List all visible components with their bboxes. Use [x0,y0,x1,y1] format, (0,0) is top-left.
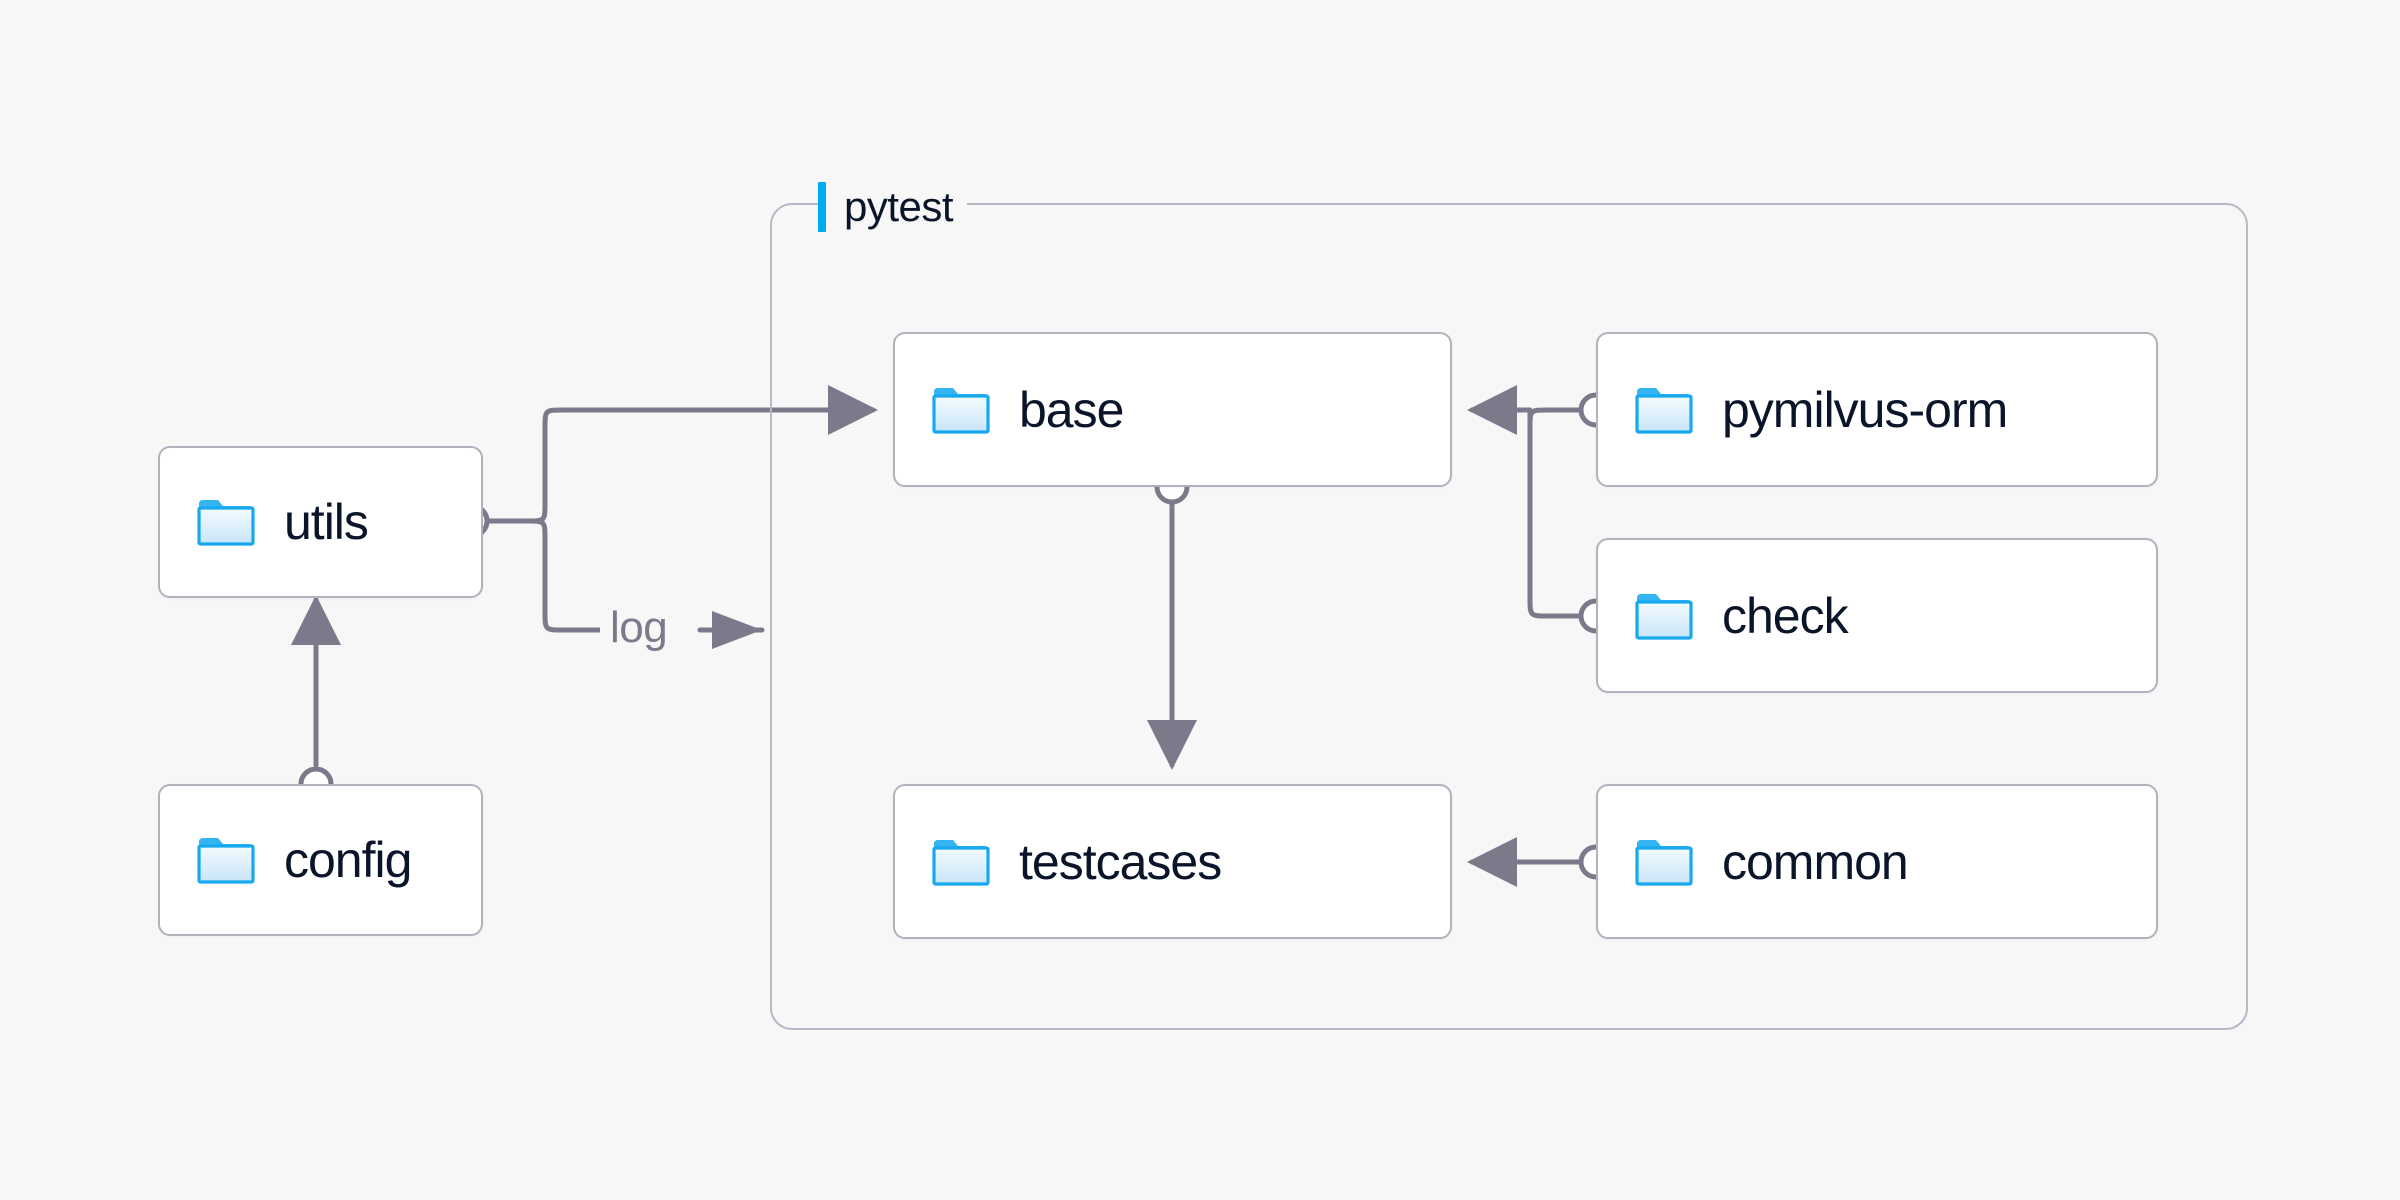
node-utils-label: utils [284,494,369,550]
node-pymilvus-orm[interactable]: pymilvus-orm [1596,332,2158,487]
folder-icon [196,834,256,886]
node-common-label: common [1722,833,1909,890]
pytest-group-title: pytest [818,180,968,234]
node-config[interactable]: config [158,784,483,936]
accent-bar-icon [818,182,826,232]
folder-icon [196,496,256,548]
folder-icon [931,836,991,888]
node-base-label: base [1019,381,1124,438]
node-check[interactable]: check [1596,538,2158,693]
pytest-group-container[interactable] [770,203,2248,1030]
node-common[interactable]: common [1596,784,2158,939]
edge-label-log: log [600,606,678,650]
node-check-label: check [1722,587,1849,644]
node-config-label: config [284,832,412,888]
folder-icon [1634,590,1694,642]
edge-checks-to-base [1467,385,1533,435]
edge-utils-to-log-stub [524,518,608,633]
node-testcases-label: testcases [1019,833,1222,890]
node-base[interactable]: base [893,332,1452,487]
node-testcases[interactable]: testcases [893,784,1452,939]
folder-icon [931,384,991,436]
node-utils[interactable]: utils [158,446,483,598]
pytest-group-title-label: pytest [844,183,954,230]
folder-icon [1634,836,1694,888]
folder-icon [1634,384,1694,436]
node-pymilvus-orm-label: pymilvus-orm [1722,381,2008,438]
